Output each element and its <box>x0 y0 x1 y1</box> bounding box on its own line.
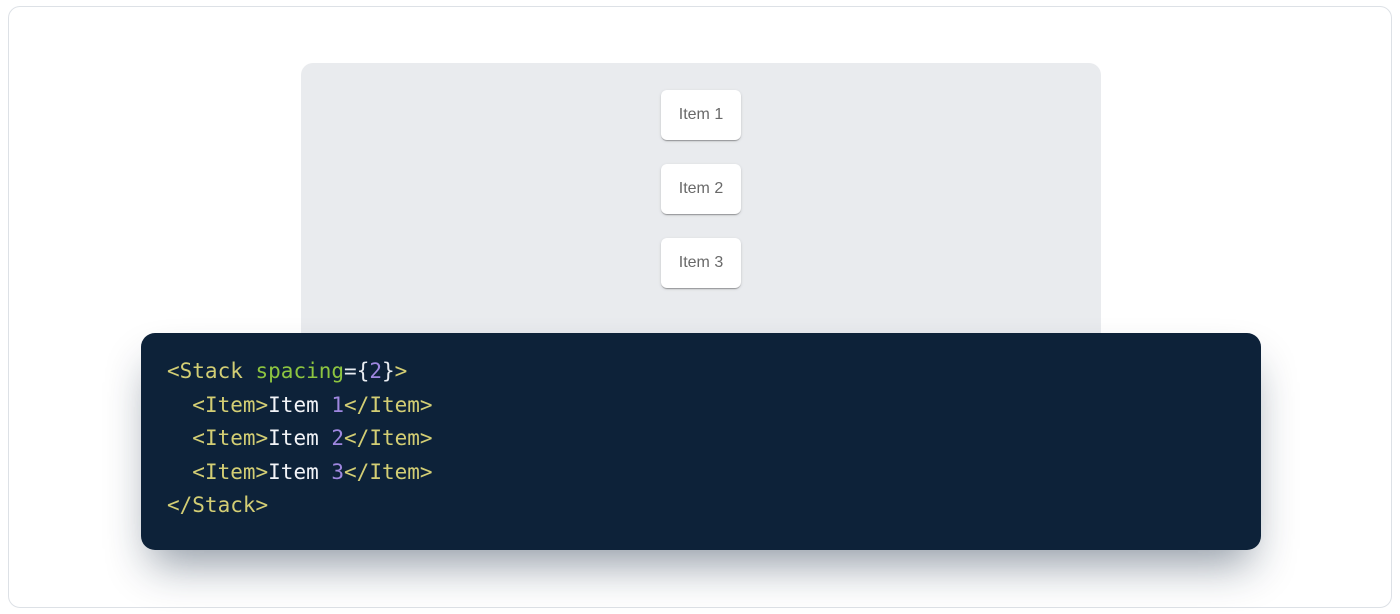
demo-panel: Item 1 Item 2 Item 3 <box>301 63 1101 359</box>
code-snippet: <Stack spacing={2}> <Item>Item 1</Item> … <box>141 333 1261 545</box>
content-card: Item 1 Item 2 Item 3 <Stack spacing={2}>… <box>8 6 1392 608</box>
stack-item: Item 2 <box>661 164 741 214</box>
code-block: <Stack spacing={2}> <Item>Item 1</Item> … <box>141 333 1261 550</box>
stack-item: Item 3 <box>661 238 741 288</box>
stack-demo: Item 1 Item 2 Item 3 <box>661 90 741 288</box>
stack-item: Item 1 <box>661 90 741 140</box>
